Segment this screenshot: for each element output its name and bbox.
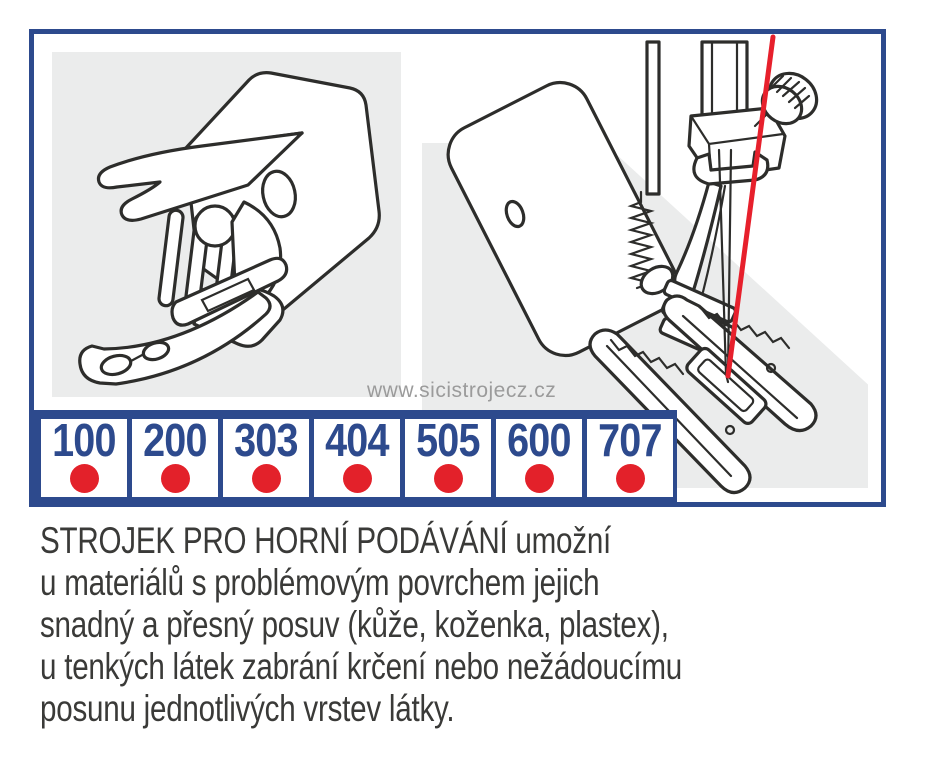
- description-line: u tenkých látek zabrání krčení nebo nežá…: [40, 646, 682, 687]
- thumb-screw-knob: [753, 71, 819, 128]
- product-description: STROJEK PRO HORNÍ PODÁVÁNÍ umožní u mate…: [40, 520, 842, 730]
- fork-arm: [96, 131, 304, 222]
- model-badge: 600: [496, 414, 582, 497]
- model-badge: 404: [314, 414, 400, 497]
- red-dot-icon: [160, 464, 190, 493]
- model-badge: 303: [223, 414, 309, 497]
- description-line: u materiálů s problémovým povrchem jejic…: [40, 562, 600, 603]
- watermark-text: www.sicistrojecz.cz: [367, 379, 557, 402]
- walking-foot-on-machine-illustration: [446, 34, 819, 495]
- model-number: 404: [325, 414, 389, 466]
- model-number: 303: [234, 414, 298, 466]
- model-number: 600: [507, 414, 571, 466]
- red-dot-icon: [524, 464, 554, 493]
- red-dot-icon: [69, 464, 99, 493]
- model-number: 707: [598, 414, 662, 466]
- model-number: 200: [143, 414, 207, 466]
- walking-foot-attachment-illustration: [78, 71, 381, 386]
- red-thread: [725, 34, 776, 379]
- presser-bar: [645, 40, 661, 196]
- model-number-band: 100 200 303 404 505 600 707: [33, 410, 677, 502]
- model-badge: 200: [132, 414, 218, 497]
- red-dot-icon: [251, 464, 281, 493]
- description-line: posunu jednotlivých vrstev látky.: [40, 688, 455, 729]
- red-dot-icon: [615, 464, 645, 493]
- foot-sole: [78, 256, 289, 386]
- model-badge: 505: [405, 414, 491, 497]
- model-number: 505: [416, 414, 480, 466]
- machine-body: [446, 80, 679, 358]
- model-badge: 707: [587, 414, 673, 497]
- model-number: 100: [52, 414, 116, 466]
- red-dot-icon: [433, 464, 463, 493]
- model-badge: 100: [41, 414, 127, 497]
- description-line: snadný a přesný posuv (kůže, koženka, pl…: [40, 604, 669, 645]
- description-line: STROJEK PRO HORNÍ PODÁVÁNÍ umožní: [40, 520, 612, 561]
- red-dot-icon: [342, 464, 372, 493]
